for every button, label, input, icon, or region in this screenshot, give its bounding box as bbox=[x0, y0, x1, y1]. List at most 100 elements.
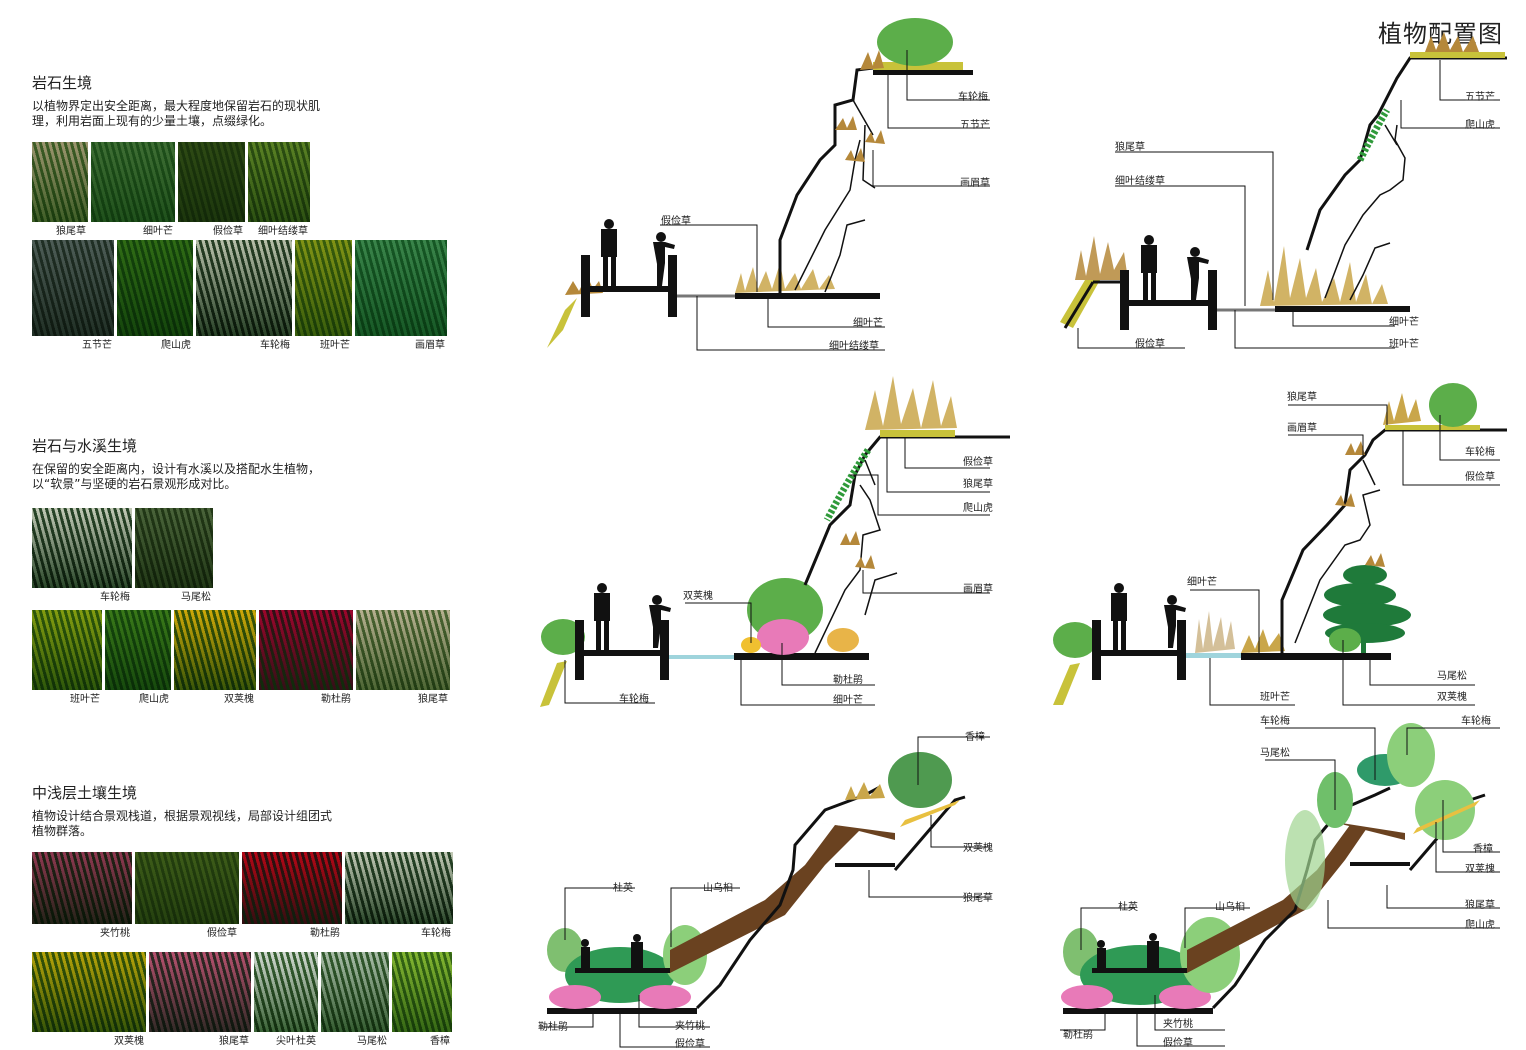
plant-label: 狼尾草 bbox=[963, 479, 993, 490]
plant-label: 假俭草 bbox=[963, 457, 993, 468]
plant-photo: 细叶芒 bbox=[91, 142, 175, 237]
plant-photo: 双荚槐 bbox=[174, 610, 256, 705]
plant-label: 马尾松 bbox=[1260, 748, 1290, 759]
plant-photo: 香樟 bbox=[392, 952, 452, 1047]
shrub-chelunmei bbox=[1053, 622, 1097, 658]
plant-image bbox=[196, 240, 292, 336]
section-diagram-soil-a: 香樟 双荚槐 狼尾草 杜英 山乌桕 勒杜鹃 夹竹桃 假俭草 bbox=[535, 725, 1005, 1050]
plant-image bbox=[91, 142, 175, 222]
plant-label: 山乌桕 bbox=[703, 883, 733, 894]
plant-label: 马尾松 bbox=[1437, 671, 1467, 682]
tree-xiangzhang bbox=[888, 752, 952, 808]
plant-label: 车轮梅 bbox=[1465, 447, 1495, 458]
shrub-oleander bbox=[1159, 985, 1211, 1009]
reed-grass bbox=[1195, 611, 1235, 653]
grass-clump bbox=[1075, 236, 1128, 280]
slope-outline bbox=[695, 785, 881, 1010]
grass-clump bbox=[845, 782, 885, 800]
viewing-deck bbox=[1092, 968, 1187, 973]
grass-clump bbox=[1241, 629, 1285, 653]
slope-soil bbox=[540, 661, 567, 707]
ground-line bbox=[1063, 1008, 1213, 1014]
grass-clump bbox=[865, 376, 957, 430]
person-silhouette bbox=[1147, 933, 1159, 968]
shrub-oleander bbox=[639, 985, 691, 1009]
tree-chelunmei bbox=[1387, 723, 1435, 787]
habitat-title: 岩石与水溪生境 bbox=[32, 437, 138, 455]
vine bbox=[1356, 108, 1391, 162]
boardwalk-deck bbox=[1120, 300, 1217, 306]
plant-caption: 假俭草 bbox=[207, 928, 237, 939]
plant-image bbox=[356, 610, 450, 690]
section-drawing bbox=[1053, 383, 1507, 706]
plant-label: 爬山虎 bbox=[1465, 920, 1495, 931]
plant-photo: 假俭草 bbox=[178, 142, 245, 237]
plant-photo: 狼尾草 bbox=[32, 142, 88, 237]
photo-row: 车轮梅 马尾松 bbox=[32, 508, 213, 603]
top-ground-line bbox=[873, 70, 973, 75]
rock-crack bbox=[814, 459, 881, 654]
ground-line bbox=[734, 653, 869, 660]
plant-photo: 狼尾草 bbox=[149, 952, 251, 1047]
plant-photo: 班叶芒 bbox=[32, 610, 102, 705]
person-silhouette bbox=[1141, 235, 1157, 300]
section-diagram-rock-b: 五节芒 爬山虎 狼尾草 细叶结缕草 细叶芒 班叶芒 假俭草 bbox=[1045, 30, 1515, 360]
grass-tufts bbox=[835, 116, 885, 162]
plant-caption: 五节芒 bbox=[82, 340, 112, 351]
person-silhouette bbox=[1187, 247, 1209, 300]
rock-crack bbox=[852, 99, 876, 189]
plant-label: 杜英 bbox=[613, 883, 633, 894]
plant-label: 夹竹桃 bbox=[1163, 1019, 1193, 1030]
ground-line bbox=[547, 1008, 697, 1014]
photo-row: 双荚槐 狼尾草 尖叶杜英 马尾松 香樟 bbox=[32, 952, 452, 1047]
grass-mass bbox=[1260, 246, 1388, 306]
plant-label: 假俭草 bbox=[675, 1039, 705, 1050]
section-diagram-stream-a: 假俭草 狼尾草 爬山虎 画眉草 双荚槐 勒杜鹃 细叶芒 车轮梅 bbox=[535, 375, 1010, 710]
plant-caption: 爬山虎 bbox=[161, 340, 191, 351]
leader-lines bbox=[564, 437, 990, 706]
shrub-azalea bbox=[549, 985, 601, 1009]
plant-label: 细叶结缕草 bbox=[1115, 176, 1165, 187]
slope-soil bbox=[1053, 663, 1080, 705]
photo-row: 班叶芒 爬山虎 双荚槐 勒杜鹃 狼尾草 bbox=[32, 610, 450, 705]
plant-label: 车轮梅 bbox=[1260, 716, 1290, 727]
plant-caption: 勒杜鹃 bbox=[310, 928, 340, 939]
person-silhouette bbox=[631, 934, 643, 968]
plant-photo: 夹竹桃 bbox=[32, 852, 132, 939]
ground-line bbox=[1275, 306, 1410, 312]
plant-photo: 细叶结缕草 bbox=[248, 142, 310, 237]
person-silhouette bbox=[653, 232, 675, 286]
person-silhouette bbox=[1097, 940, 1106, 968]
shrub-azalea bbox=[1061, 985, 1113, 1009]
boardwalk-ramp bbox=[670, 825, 860, 973]
shrub-shuangjiahuai bbox=[900, 800, 960, 827]
person-silhouette bbox=[1111, 583, 1127, 650]
plant-caption: 爬山虎 bbox=[139, 694, 169, 705]
boardwalk-upper bbox=[820, 823, 895, 840]
plant-caption: 马尾松 bbox=[357, 1036, 387, 1047]
leader-lines bbox=[660, 50, 990, 351]
plant-caption: 细叶结缕草 bbox=[258, 226, 308, 237]
plant-label: 勒杜鹃 bbox=[833, 675, 863, 686]
section-drawing bbox=[1060, 32, 1507, 349]
plant-caption: 香樟 bbox=[430, 1036, 450, 1047]
section-drawing bbox=[540, 736, 990, 1048]
plant-photo: 爬山虎 bbox=[105, 610, 171, 705]
shrub-azalea bbox=[757, 619, 809, 655]
grass-clump bbox=[860, 50, 884, 70]
plant-caption: 双荚槐 bbox=[114, 1036, 144, 1047]
plant-image bbox=[32, 610, 102, 690]
plant-image bbox=[321, 952, 389, 1032]
habitat-rock: 岩石生境 以植物界定出安全距离，最大程度地保留岩石的现状肌理，利用岩面上现有的少… bbox=[32, 72, 462, 129]
plant-caption: 细叶芒 bbox=[143, 226, 173, 237]
viewing-deck bbox=[575, 968, 670, 973]
plant-caption: 画眉草 bbox=[415, 340, 445, 351]
plant-label: 细叶结缕草 bbox=[829, 341, 879, 352]
section-diagram-soil-b: 车轮梅 车轮梅 马尾松 香樟 双荚槐 狼尾草 爬山虎 杜英 山乌桕 勒杜鹃 夹竹… bbox=[1045, 700, 1515, 1049]
vine-cover bbox=[1285, 810, 1325, 910]
plant-label: 假俭草 bbox=[1465, 472, 1495, 483]
plant-photo: 勒杜鹃 bbox=[242, 852, 342, 939]
plant-image bbox=[135, 852, 239, 924]
plant-label: 勒杜鹃 bbox=[538, 1022, 568, 1033]
plant-label: 车轮梅 bbox=[1461, 716, 1491, 727]
